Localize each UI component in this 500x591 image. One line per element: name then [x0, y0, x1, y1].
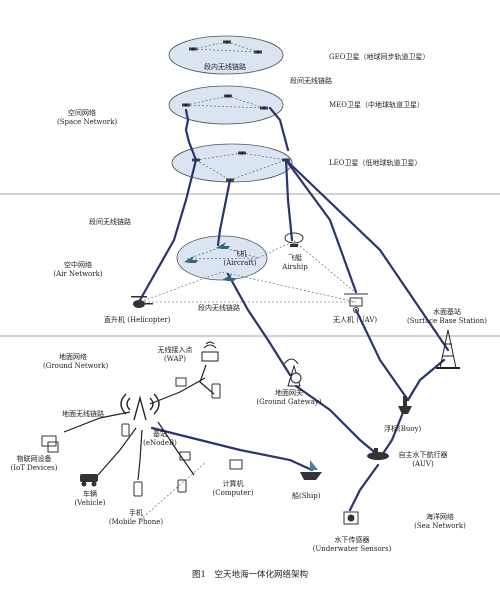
leo-ellipse	[171, 143, 293, 183]
inter-air-link-label: 段间无线链路	[89, 218, 131, 226]
vehicle-label: 车辆(Vehicle)	[74, 490, 106, 507]
ground-links	[63, 364, 215, 481]
wireless-links	[138, 106, 450, 512]
wap-label: 无线接入点(WAP)	[157, 346, 193, 363]
uav-icon	[344, 293, 368, 313]
ground-network-label: 地面网络(Ground Network)	[43, 353, 109, 370]
aircraft-label: 飞机(Aircraft)	[223, 250, 257, 267]
leo-label: LEO卫星（低地球轨道卫星）	[329, 159, 422, 167]
figure-caption: 图1 空天地海一体化网络架构	[192, 570, 308, 580]
enodeb-icon	[120, 393, 160, 421]
surface-base-station-icon	[436, 329, 460, 369]
helicopter-icon	[131, 296, 153, 308]
enodeb-label: 基站(eNodeB)	[143, 430, 177, 447]
iot-label: 物联网设备(IoT Devices)	[10, 455, 58, 472]
wap-icon	[201, 341, 219, 362]
buoy-icon	[398, 396, 412, 414]
uav-label: 无人机 (UAV)	[333, 316, 378, 324]
geo-ellipse	[168, 35, 284, 75]
buoy-label: 浮标(Buoy)	[384, 425, 422, 433]
mobile-label: 手机(Mobile Phone)	[108, 509, 164, 526]
meo-label: MEO卫星（中地球轨道卫星）	[329, 101, 425, 109]
dashed-links	[139, 41, 357, 521]
ship-icon	[300, 460, 322, 480]
ground-wireless-link-label: 地面无线链路	[62, 410, 104, 418]
inter-space-link-label: 段间无线链路	[290, 77, 332, 85]
sea-network-label: 海洋网络(Sea Network)	[414, 513, 466, 530]
auv-label: 自主水下航行器(AUV)	[398, 451, 448, 468]
iot-icon	[41, 435, 59, 453]
intra-space-link-label: 段内无线链路	[204, 63, 246, 71]
space-network-label: 空间网络(Space Network)	[57, 109, 118, 126]
geo-label: GEO卫星（地球同步轨道卫星）	[329, 53, 430, 61]
computer-label: 计算机(Computer)	[212, 480, 254, 497]
helicopter-label: 直升机 (Helicopter)	[104, 316, 171, 324]
underwater-sensors-label: 水下传感器(Underwater Sensors)	[312, 536, 392, 553]
surface-base-station-label: 水面基站(Surface Base Station)	[407, 308, 487, 325]
meo-ellipse	[168, 85, 284, 125]
device-icons	[121, 377, 243, 497]
intra-air-link-label: 段内无线链路	[198, 304, 240, 312]
underwater-sensors-icon	[343, 511, 359, 525]
ground-gateway-label: 地面网关(Ground Gateway)	[256, 389, 322, 406]
ground-gateway-icon	[283, 358, 302, 387]
airship-icon	[284, 232, 304, 247]
auv-icon	[367, 448, 389, 460]
air-network-label: 空中网络(Air Network)	[53, 261, 103, 278]
aircraft-icons	[184, 242, 236, 281]
vehicle-icon	[80, 474, 98, 487]
ship-label: 船(Ship)	[292, 492, 321, 500]
